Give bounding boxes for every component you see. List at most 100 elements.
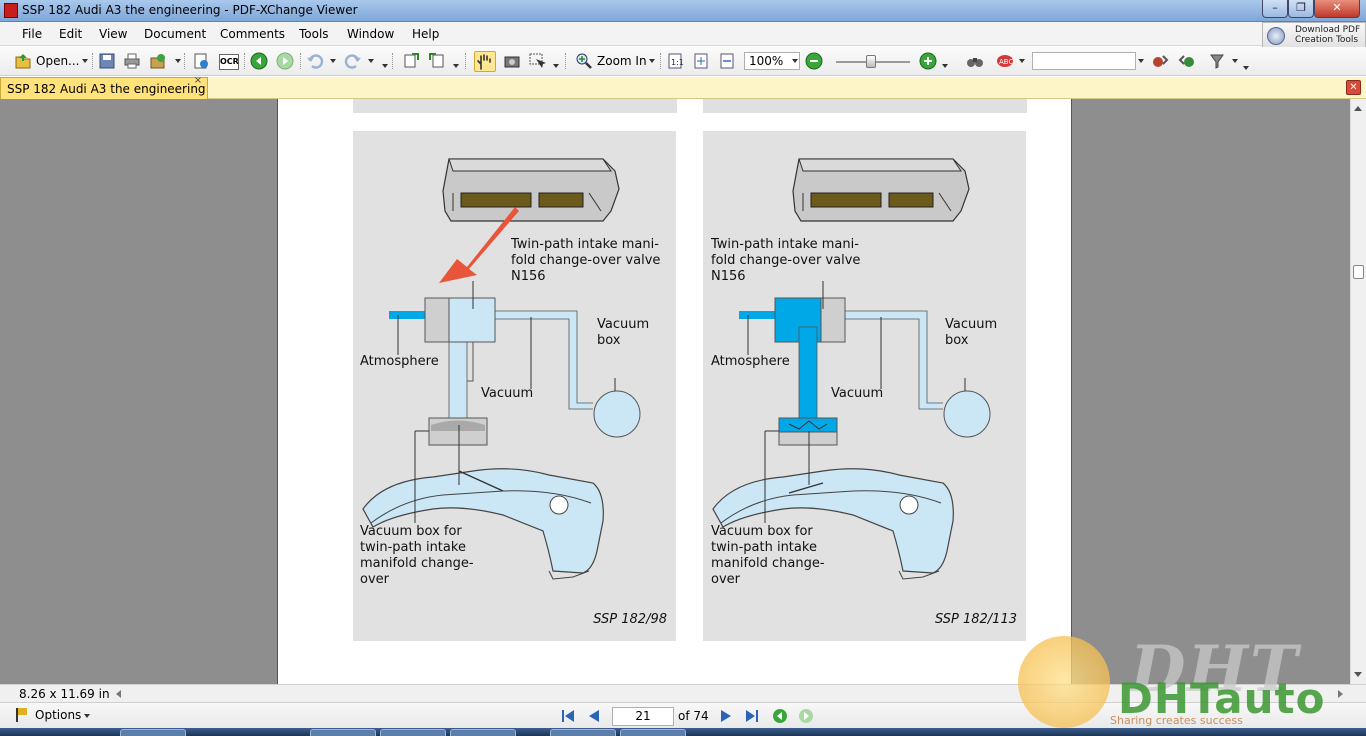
open-dropdown-arrow[interactable]: [82, 59, 88, 63]
window-title: SSP 182 Audi A3 the engineering - PDF-XC…: [22, 3, 358, 17]
menu-bar: File Edit View Document Comments Tools W…: [0, 22, 1366, 46]
menu-document[interactable]: Document: [144, 27, 207, 41]
save-icon[interactable]: [98, 52, 116, 70]
scan-icon[interactable]: [192, 52, 210, 70]
label-intake-line1: Vacuum box for: [711, 524, 813, 539]
taskbar-button[interactable]: [450, 729, 516, 736]
previous-page-icon[interactable]: [587, 709, 601, 723]
label-valve-line2: fold change-over valve: [711, 253, 861, 268]
globe-icon: [1267, 27, 1285, 45]
valve-diagram-closed: [362, 158, 641, 580]
page-total-text: of 74: [678, 709, 709, 723]
scroll-up-arrow[interactable]: [1354, 106, 1362, 111]
taskbar-button[interactable]: [310, 729, 376, 736]
hand-icon: [477, 54, 491, 70]
taskbar-button[interactable]: [620, 729, 686, 736]
zoom-in-button[interactable]: Zoom In: [597, 54, 647, 68]
svg-text:ABC: ABC: [999, 58, 1013, 66]
menu-help[interactable]: Help: [412, 27, 440, 41]
find-next-icon[interactable]: [1178, 52, 1196, 70]
next-page-icon[interactable]: [719, 709, 733, 723]
label-intake-line3: manifold change-: [360, 556, 474, 571]
label-atmosphere: Atmosphere: [711, 354, 790, 369]
find-prev-icon[interactable]: [1151, 52, 1169, 70]
maximize-button[interactable]: ❐: [1288, 0, 1314, 18]
export-icon[interactable]: [149, 52, 167, 70]
open-button[interactable]: Open...: [36, 54, 80, 68]
zoom-out-icon[interactable]: [805, 52, 823, 70]
binoculars-icon[interactable]: [966, 52, 984, 70]
menu-edit[interactable]: Edit: [59, 27, 83, 41]
zoom-in-icon[interactable]: [575, 52, 593, 70]
label-valve-line3: N156: [511, 269, 546, 284]
download-pdf-button[interactable]: Download PDF Creation Tools: [1262, 22, 1366, 48]
zoom-level-input[interactable]: 100%: [744, 52, 800, 70]
hand-tool-button[interactable]: [474, 51, 496, 72]
label-vacuum: Vacuum: [831, 386, 884, 401]
print-icon[interactable]: [123, 52, 141, 70]
last-page-icon[interactable]: [745, 709, 759, 723]
rotate-icon[interactable]: [402, 52, 420, 70]
flag-icon: [16, 708, 27, 722]
zoom-plus-icon[interactable]: [919, 52, 937, 70]
snapshot-icon[interactable]: [503, 52, 521, 70]
label-intake-line1: Vacuum box for: [360, 524, 462, 539]
menu-view[interactable]: View: [99, 27, 128, 41]
valve-diagram-open: [712, 158, 991, 580]
figure-113: Twin-path intake mani- fold change-over …: [703, 131, 1026, 641]
close-window-button[interactable]: ✕: [1314, 0, 1360, 18]
undo-icon[interactable]: [306, 52, 324, 70]
search-input[interactable]: [1032, 52, 1136, 70]
menu-file[interactable]: File: [22, 27, 43, 41]
menu-window[interactable]: Window: [347, 27, 395, 41]
scroll-down-arrow[interactable]: [1354, 672, 1362, 677]
forward-icon[interactable]: [276, 52, 294, 70]
minimize-button[interactable]: –: [1262, 0, 1288, 18]
previous-figure-bottom: [703, 99, 1027, 113]
scroll-left-arrow[interactable]: [116, 690, 121, 698]
fit-width-icon[interactable]: [718, 52, 736, 70]
select-icon[interactable]: [528, 52, 546, 70]
fit-page-icon[interactable]: [692, 52, 710, 70]
search-dropdown-arrow[interactable]: [1138, 59, 1144, 63]
tab-close-icon[interactable]: ×: [193, 75, 203, 86]
label-intake-line2: twin-path intake: [360, 540, 466, 555]
download-line1: Download PDF: [1295, 25, 1361, 35]
taskbar-button[interactable]: [550, 729, 616, 736]
open-icon[interactable]: [14, 52, 32, 70]
label-vacuum: Vacuum: [481, 386, 534, 401]
page-number-input[interactable]: 21: [612, 707, 674, 726]
panel-close-button[interactable]: ✕: [1346, 80, 1361, 95]
zoom-dropdown-arrow[interactable]: [792, 59, 798, 63]
taskbar-button[interactable]: [380, 729, 446, 736]
settings-icon[interactable]: [1208, 52, 1226, 70]
rotate-ccw-icon[interactable]: [428, 52, 446, 70]
download-line2: Creation Tools: [1295, 35, 1359, 45]
redo-icon[interactable]: [344, 52, 362, 70]
pdf-page: Twin-path intake mani- fold change-over …: [277, 99, 1072, 684]
ocr-icon[interactable]: OCR: [219, 54, 239, 70]
document-tab[interactable]: SSP 182 Audi A3 the engineering: [0, 77, 208, 99]
nav-forward-icon[interactable]: [798, 708, 814, 724]
zoom-slider-thumb[interactable]: [866, 55, 876, 68]
vertical-scrollbar[interactable]: [1350, 99, 1366, 684]
label-intake-line4: over: [711, 572, 740, 587]
label-intake-line3: manifold change-: [711, 556, 825, 571]
label-atmosphere: Atmosphere: [360, 354, 439, 369]
nav-back-icon[interactable]: [772, 708, 788, 724]
previous-figure-bottom: [353, 99, 677, 113]
taskbar-button[interactable]: [120, 729, 186, 736]
actual-size-icon[interactable]: 1:1: [666, 52, 684, 70]
scroll-right-arrow[interactable]: [1338, 690, 1343, 698]
label-valve-line1: Twin-path intake mani-: [511, 237, 659, 252]
document-viewport[interactable]: Twin-path intake mani- fold change-over …: [0, 99, 1350, 684]
back-icon[interactable]: [250, 52, 268, 70]
label-valve-line1: Twin-path intake mani-: [711, 237, 859, 252]
first-page-icon[interactable]: [561, 709, 575, 723]
menu-comments[interactable]: Comments: [220, 27, 286, 41]
figure-98: Twin-path intake mani- fold change-over …: [353, 131, 676, 641]
menu-tools[interactable]: Tools: [299, 27, 329, 41]
figure-caption: SSP 182/113: [934, 612, 1017, 627]
spellcheck-icon[interactable]: ABC: [996, 52, 1014, 70]
vertical-scroll-thumb[interactable]: [1353, 265, 1364, 279]
